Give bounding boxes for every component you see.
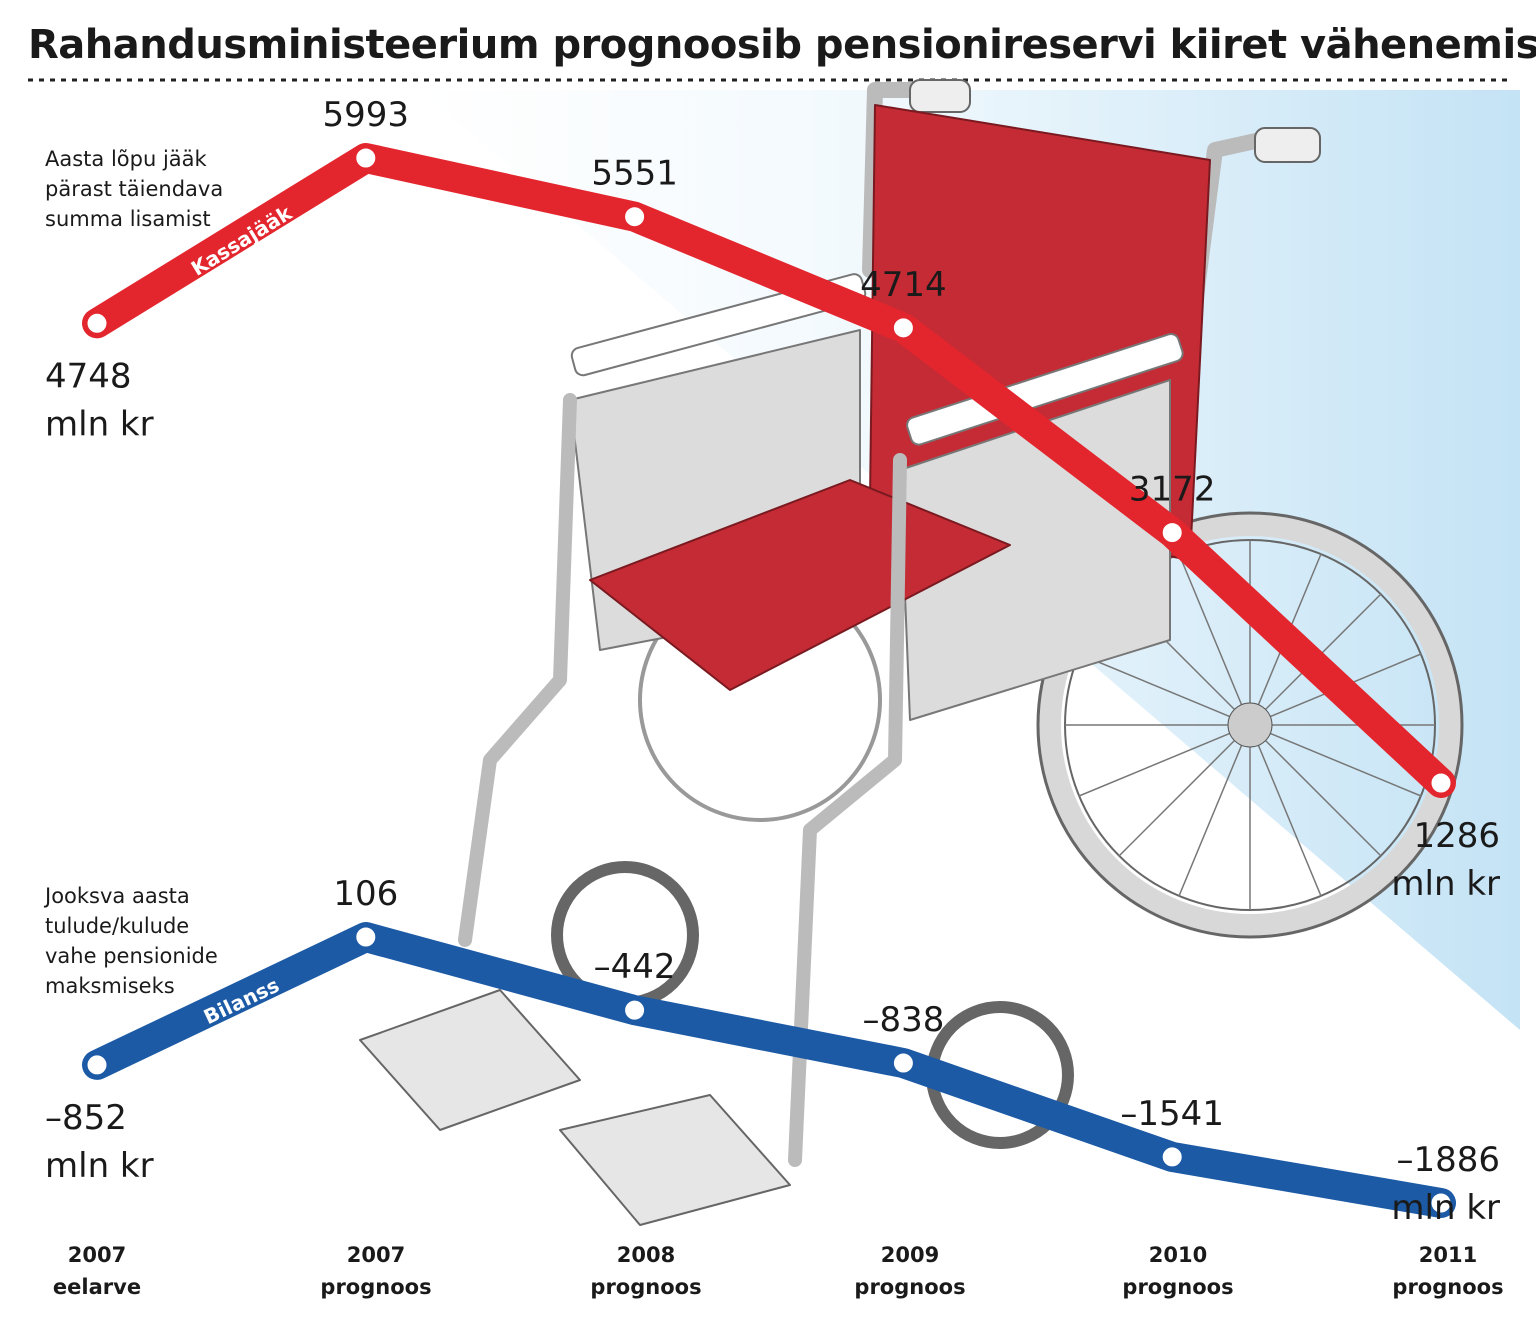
data-label: 4714 bbox=[860, 265, 947, 305]
category-year-label: 2010 bbox=[1149, 1243, 1207, 1267]
data-label: 3172 bbox=[1129, 470, 1216, 510]
category-year-label: 2009 bbox=[881, 1243, 939, 1267]
series-line-bilanss bbox=[82, 922, 1456, 1218]
wheel-rim bbox=[1039, 514, 1461, 936]
footrest-left bbox=[359, 989, 581, 1131]
data-point bbox=[890, 315, 916, 341]
category-note-label: prognoos bbox=[1392, 1275, 1503, 1299]
series-description-line: Aasta lõpu jääk bbox=[45, 147, 208, 171]
category-axis: 2007 eelarve 2007 prognoos 2008 prognoos 2009 p… bbox=[53, 1243, 1504, 1299]
series-description-line: maksmiseks bbox=[45, 974, 175, 998]
armrest-right bbox=[906, 333, 1184, 446]
series-description-line: tulude/kulude bbox=[45, 914, 189, 938]
unit-label: mln kr bbox=[45, 1146, 154, 1186]
data-label: –852 bbox=[45, 1098, 127, 1138]
data-label: 5551 bbox=[591, 154, 678, 194]
series-description-line: Jooksva aasta bbox=[43, 884, 190, 908]
data-label: 106 bbox=[333, 874, 398, 914]
category-year-label: 2007 bbox=[347, 1243, 405, 1267]
data-point bbox=[1428, 770, 1454, 796]
data-label: –838 bbox=[862, 1000, 944, 1040]
chart-title: Rahandusministeerium prognoosib pensioni… bbox=[28, 22, 1536, 68]
category-note-label: prognoos bbox=[1122, 1275, 1233, 1299]
frame-leg-right bbox=[788, 453, 907, 1167]
series-line-kassajääk bbox=[82, 143, 1456, 798]
handle-left bbox=[909, 79, 971, 113]
category-note-label: prognoos bbox=[854, 1275, 965, 1299]
data-point bbox=[353, 145, 379, 171]
data-point bbox=[1159, 1144, 1185, 1170]
data-point bbox=[1428, 1190, 1454, 1216]
data-label: –1886 bbox=[1396, 1140, 1500, 1180]
data-point bbox=[1159, 520, 1185, 546]
data-label: 1286 bbox=[1413, 816, 1500, 856]
category-year-label: 2007 bbox=[68, 1243, 126, 1267]
frame-leg-left bbox=[458, 393, 577, 947]
category-note-label: prognoos bbox=[590, 1275, 701, 1299]
category-note-label: prognoos bbox=[320, 1275, 431, 1299]
footrest-right bbox=[559, 1094, 791, 1226]
wheel-hub bbox=[1227, 702, 1273, 748]
data-point bbox=[622, 997, 648, 1023]
category-year-label: 2011 bbox=[1419, 1243, 1477, 1267]
unit-label: mln kr bbox=[45, 404, 154, 444]
category-note-label: eelarve bbox=[53, 1275, 141, 1299]
wheel-outline bbox=[1036, 511, 1464, 939]
data-label: –1541 bbox=[1120, 1094, 1224, 1134]
series-description-line: vahe pensionide bbox=[45, 944, 218, 968]
back-post-left bbox=[862, 82, 923, 278]
data-label: –442 bbox=[594, 947, 676, 987]
series-description-line: summa lisamist bbox=[45, 207, 211, 231]
data-point bbox=[353, 924, 379, 950]
handle-right bbox=[1254, 127, 1321, 163]
data-point bbox=[84, 310, 110, 336]
armrest-left bbox=[570, 273, 867, 377]
data-label: 4748 bbox=[45, 356, 132, 396]
data-point bbox=[890, 1050, 916, 1076]
data-label: 5993 bbox=[323, 95, 410, 135]
unit-label: mln kr bbox=[1391, 1188, 1500, 1228]
unit-label: mln kr bbox=[1391, 864, 1500, 904]
data-point bbox=[622, 204, 648, 230]
category-year-label: 2008 bbox=[617, 1243, 675, 1267]
data-point bbox=[84, 1052, 110, 1078]
series-description-line: pärast täiendava bbox=[45, 177, 223, 201]
